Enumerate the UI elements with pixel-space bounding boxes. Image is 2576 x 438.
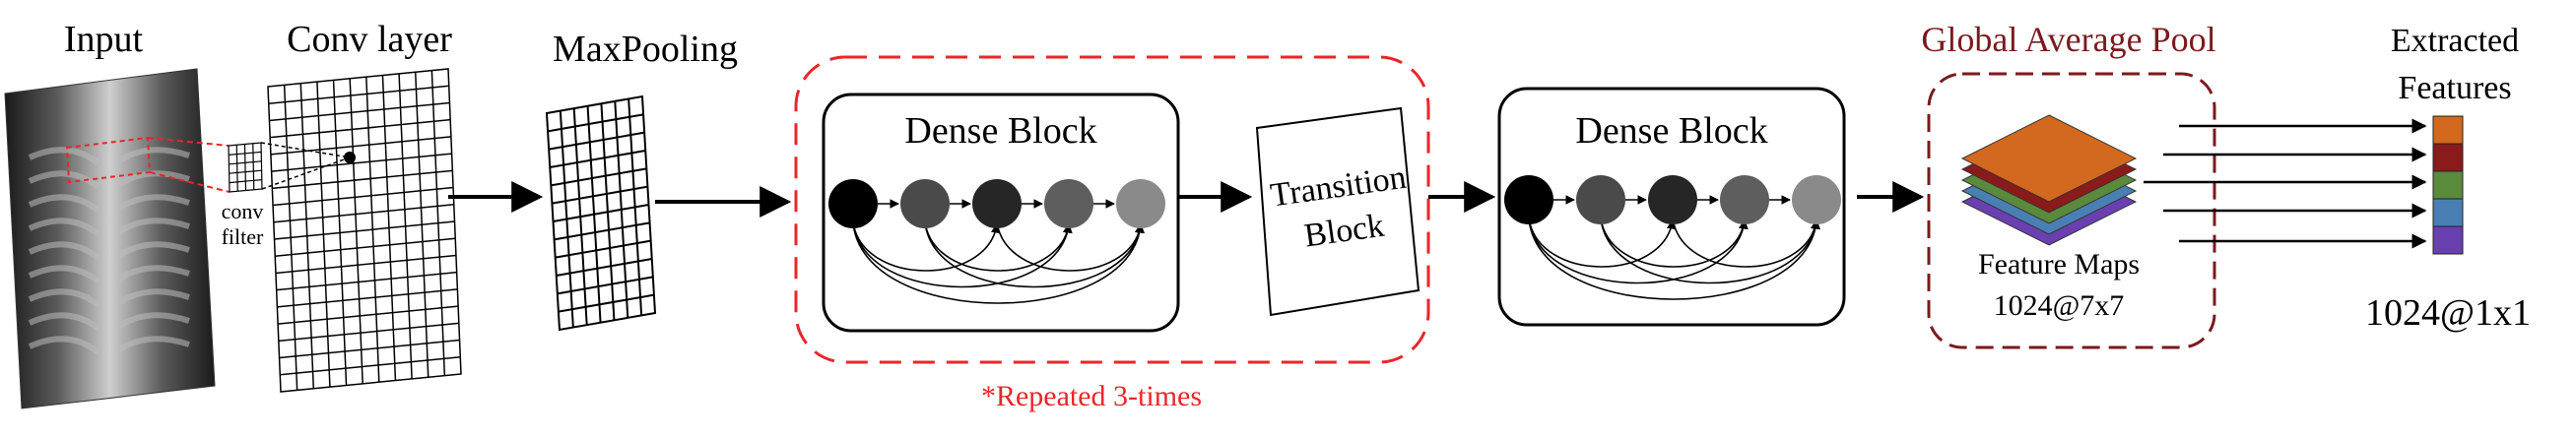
- pool-output-arrows: [2144, 118, 2427, 249]
- feature-vector: [2432, 115, 2464, 255]
- feature-map-stack: [1960, 114, 2138, 246]
- repeated-region-border: [794, 55, 1430, 364]
- receptive-field-highlight: [147, 137, 231, 193]
- maxpooling-label: MaxPooling: [553, 29, 738, 70]
- feature-vector-segment: [2432, 143, 2464, 172]
- dense-block-1-nodes: [828, 179, 1165, 304]
- extracted-label: Extracted: [2391, 23, 2519, 59]
- conv-filter-label: conv: [222, 199, 264, 223]
- dense-block-1-title: Dense Block: [904, 110, 1096, 152]
- dense-node: [1576, 175, 1625, 224]
- dense-node: [1648, 175, 1697, 224]
- feature-vector-segment: [2432, 198, 2464, 227]
- feature-vector-segment: [2432, 115, 2464, 145]
- feature-maps-size: 1024@7x7: [1994, 289, 2125, 322]
- dense-node: [972, 179, 1022, 228]
- transition-block-box: [1255, 106, 1420, 317]
- dense-block-2-nodes: [1504, 175, 1841, 300]
- conv-filter-label-2: filter: [222, 224, 264, 249]
- dense-node: [1044, 179, 1093, 228]
- feature-map-layer: [1960, 114, 2138, 203]
- dense-node: [1116, 179, 1165, 228]
- conv-filter-kernel: [228, 142, 356, 193]
- maxpooling-grid: [545, 94, 657, 332]
- feature-vector-segment: [2432, 225, 2464, 255]
- dense-node: [1504, 175, 1553, 224]
- dense-node: [828, 179, 878, 228]
- dense-block-2-title: Dense Block: [1575, 110, 1767, 152]
- gap-title: Global Average Pool: [1921, 20, 2215, 59]
- feature-vector-segment: [2432, 170, 2464, 200]
- extracted-label-2: Features: [2398, 70, 2511, 106]
- feature-maps-label: Feature Maps: [1978, 248, 2140, 281]
- conv-layer-label: Conv layer: [287, 19, 452, 60]
- dense-node: [1792, 175, 1841, 224]
- dense-node: [1720, 175, 1769, 224]
- chest-xray-image: [4, 68, 216, 409]
- repeated-label: *Repeated 3-times: [981, 380, 1202, 412]
- dense-node: [900, 179, 950, 228]
- output-size-label: 1024@1x1: [2365, 292, 2531, 334]
- input-label: Input: [64, 19, 144, 60]
- conv-layer-grid: [267, 68, 462, 393]
